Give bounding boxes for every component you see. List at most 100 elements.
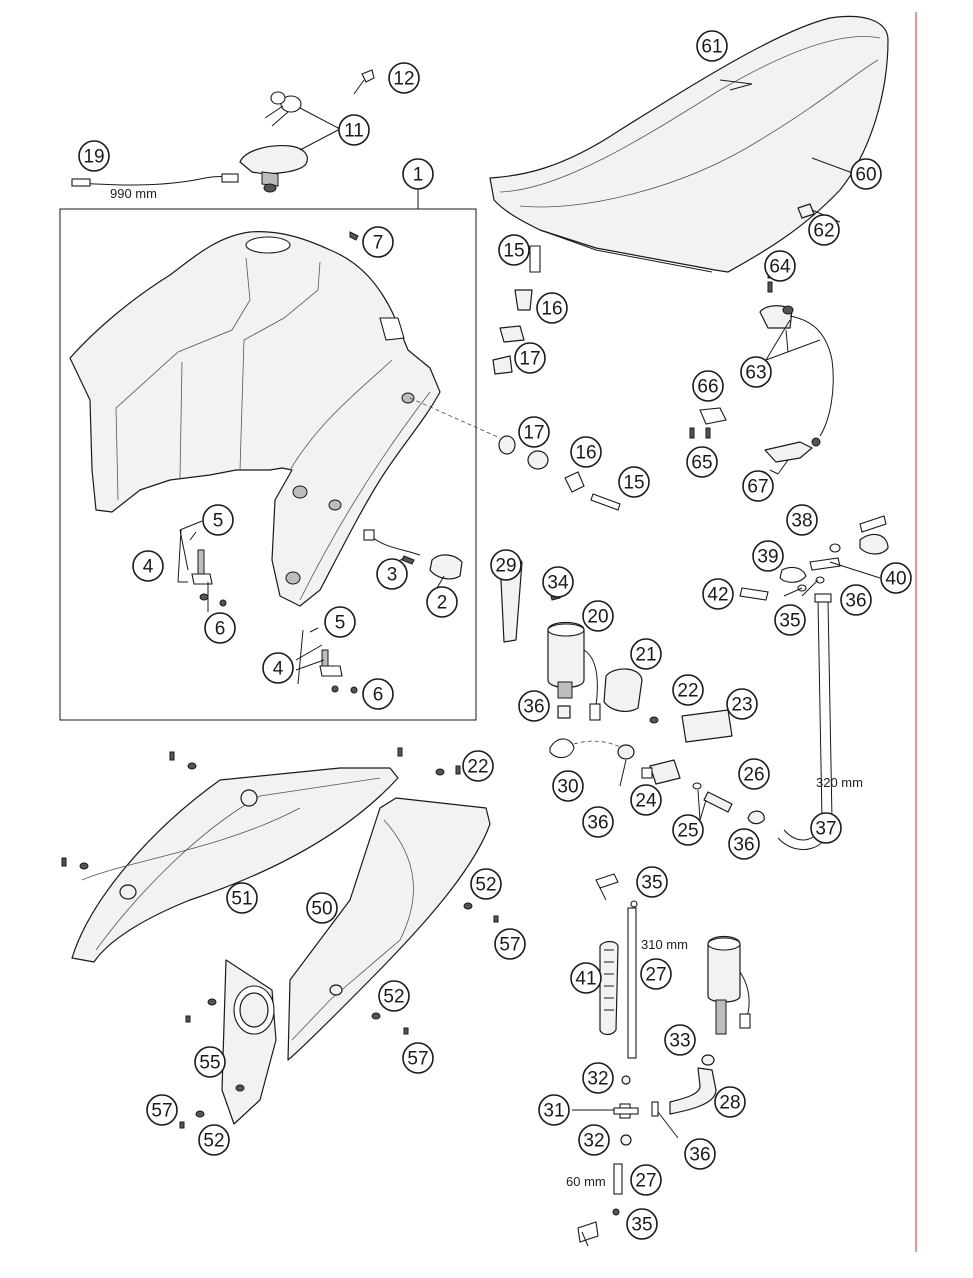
callout-c22b: 22 [462, 750, 494, 782]
seat [489, 15, 889, 273]
callout-c2: 2 [426, 586, 458, 618]
dimension-hose-27-long: 310 mm [641, 937, 688, 952]
callout-label: 6 [215, 619, 226, 640]
callout-label: 4 [143, 557, 154, 578]
callout-label: 35 [631, 1215, 652, 1236]
callout-c41: 41 [570, 962, 602, 994]
callout-c24: 24 [630, 784, 662, 816]
callout-label: 52 [383, 987, 404, 1008]
callout-c66: 66 [692, 370, 724, 402]
callout-c63: 63 [740, 356, 772, 388]
callout-label: 4 [273, 659, 284, 680]
callout-c20: 20 [582, 600, 614, 632]
callout-c52b: 52 [378, 980, 410, 1012]
callout-c60: 60 [850, 158, 882, 190]
callout-label: 34 [547, 573, 569, 594]
callout-c35c: 35 [626, 1208, 658, 1240]
callout-c28: 28 [714, 1086, 746, 1118]
callout-c15b: 15 [618, 466, 650, 498]
callout-c39: 39 [752, 540, 784, 572]
callout-c35b: 35 [774, 604, 806, 636]
callout-label: 25 [677, 821, 698, 842]
callout-label: 36 [845, 591, 866, 612]
callout-label: 57 [499, 935, 520, 956]
callout-label: 51 [231, 889, 252, 910]
callout-c16b: 16 [570, 436, 602, 468]
callout-c23: 23 [726, 688, 758, 720]
callout-c12: 12 [388, 62, 420, 94]
callout-c5a: 5 [202, 504, 234, 536]
callout-c3: 3 [376, 558, 408, 590]
callout-label: 22 [467, 757, 488, 778]
fuel-pump-lower [669, 935, 751, 1115]
callout-label: 1 [413, 165, 424, 186]
callout-c33: 33 [664, 1024, 696, 1056]
callout-label: 28 [719, 1093, 740, 1114]
callout-c50: 50 [306, 892, 338, 924]
callout-c5b: 5 [324, 606, 356, 638]
callout-label: 40 [885, 569, 906, 590]
fitting-25 [692, 782, 765, 825]
callout-c6b: 6 [362, 678, 394, 710]
callout-c26: 26 [738, 758, 770, 790]
callout-label: 36 [689, 1145, 710, 1166]
callout-c27a: 27 [640, 958, 672, 990]
callout-c36b: 36 [582, 806, 614, 838]
callout-c19: 19 [78, 140, 110, 172]
callout-c27b: 27 [630, 1164, 662, 1196]
tank-assembly-frame [59, 208, 477, 721]
vent-hose-19 [71, 173, 239, 187]
callout-c36d: 36 [840, 584, 872, 616]
callout-c36a: 36 [518, 690, 550, 722]
callout-label: 37 [815, 819, 836, 840]
callout-label: 38 [791, 511, 812, 532]
dimension-hose-37: 320 mm [816, 775, 863, 790]
grommet-set-upper [492, 245, 541, 375]
t-connector-31 [572, 1075, 679, 1247]
callout-label: 23 [731, 695, 752, 716]
lower-fuel-line [595, 873, 638, 1059]
callout-label: 27 [635, 1171, 656, 1192]
grommet-set-lower [498, 435, 621, 511]
callout-c6a: 6 [204, 612, 236, 644]
callout-label: 6 [373, 685, 384, 706]
fasteners [61, 747, 499, 1129]
pressure-valve-24 [641, 759, 681, 785]
callout-label: 17 [523, 423, 544, 444]
callout-c7: 7 [362, 226, 394, 258]
callout-label: 60 [855, 165, 876, 186]
side-plate-55 [221, 959, 277, 1125]
callout-c61: 61 [696, 30, 728, 62]
callout-label: 26 [743, 765, 764, 786]
callout-label: 15 [503, 241, 524, 262]
callout-label: 15 [623, 473, 644, 494]
callout-c38: 38 [786, 504, 818, 536]
callout-c37: 37 [810, 812, 842, 844]
callout-c36c: 36 [728, 828, 760, 860]
fuel-cap-lock [239, 69, 375, 193]
callout-label: 32 [583, 1131, 604, 1152]
callout-label: 7 [373, 233, 384, 254]
callout-label: 57 [407, 1049, 428, 1070]
callout-c16a: 16 [536, 292, 568, 324]
callout-c55: 55 [194, 1046, 226, 1078]
callout-label: 2 [437, 593, 448, 614]
callout-label: 42 [707, 585, 728, 606]
callout-label: 52 [475, 875, 496, 896]
callout-label: 52 [203, 1131, 224, 1152]
callout-c62: 62 [808, 214, 840, 246]
callout-label: 11 [344, 121, 364, 142]
pump-bracket [649, 709, 733, 743]
callout-label: 20 [587, 607, 608, 628]
callout-label: 17 [519, 349, 540, 370]
screw-7 [349, 231, 359, 241]
callout-c11: 11 [338, 114, 370, 146]
fuel-tap-upper [177, 529, 227, 607]
callout-label: 5 [213, 511, 224, 532]
callout-c64: 64 [764, 250, 796, 282]
callout-label: 5 [335, 613, 346, 634]
callout-c42: 42 [702, 578, 734, 610]
callout-c52a: 52 [470, 868, 502, 900]
callout-label: 55 [199, 1053, 220, 1074]
